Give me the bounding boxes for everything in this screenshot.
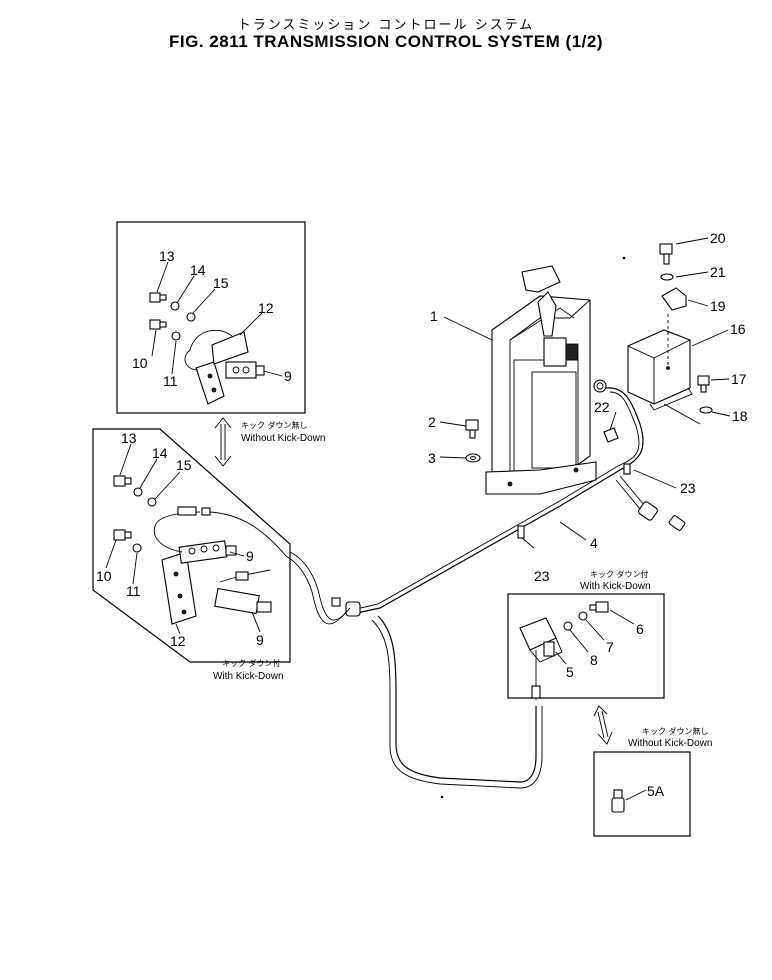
label-part-15-inset-b: 15 <box>176 457 192 473</box>
inset-box-plug <box>593 751 691 837</box>
plug-5a <box>611 789 625 813</box>
label-part-13-inset-b: 13 <box>121 430 137 446</box>
label-part-3: 3 <box>428 450 436 466</box>
label-part-19: 19 <box>710 298 726 314</box>
valve-assembly-with-kickdown <box>113 475 287 625</box>
label-part-15-inset-a: 15 <box>213 275 229 291</box>
label-part-21: 21 <box>710 264 726 280</box>
inset-box-kickdown-switch <box>507 593 665 699</box>
label-part-10-inset-b: 10 <box>96 568 112 584</box>
label-part-9-inset-a: 9 <box>284 368 292 384</box>
caption-without-kickdown-jp-c: キック ダウン無し <box>642 726 709 736</box>
caption-with-kickdown-b: With Kick-Down <box>213 671 284 682</box>
label-part-11-inset-b: 11 <box>126 583 141 599</box>
label-part-17: 17 <box>731 371 747 387</box>
label-part-9-inset-b-lower: 9 <box>256 632 264 648</box>
label-part-23-upper: 23 <box>680 480 696 496</box>
variant-swap-arrow-right <box>593 705 613 745</box>
label-part-10-inset-a: 10 <box>132 355 148 371</box>
inset-box-without-kickdown <box>116 221 306 414</box>
label-part-16: 16 <box>730 321 746 337</box>
label-part-8: 8 <box>590 652 598 668</box>
valve-assembly-without-kickdown <box>149 292 265 405</box>
label-part-22: 22 <box>594 399 610 415</box>
label-part-23-lower: 23 <box>534 568 550 584</box>
variant-swap-arrow-left <box>214 417 232 467</box>
label-part-5: 5 <box>566 664 574 680</box>
label-part-12-inset-b: 12 <box>170 633 186 649</box>
label-part-9-inset-b-upper: 9 <box>246 548 254 564</box>
label-part-14-inset-b: 14 <box>152 445 168 461</box>
label-part-11-inset-a: 11 <box>163 373 178 389</box>
label-part-4: 4 <box>590 535 598 551</box>
caption-without-kickdown-jp-a: キック ダウン無し <box>241 420 308 430</box>
shift-lever-unit <box>485 265 607 495</box>
caption-without-kickdown-c: Without Kick-Down <box>628 738 712 749</box>
label-part-14-inset-a: 14 <box>190 262 206 278</box>
label-part-7: 7 <box>606 639 614 655</box>
caption-with-kickdown-jp-b: キック ダウン付 <box>222 658 281 668</box>
caption-with-kickdown-jp-c: キック ダウン付 <box>590 569 649 579</box>
inset-box-with-kickdown <box>92 428 291 663</box>
diagram-title-japanese: トランスミッション コントロール システム <box>237 18 535 33</box>
caption-without-kickdown-a: Without Kick-Down <box>241 433 325 444</box>
label-part-2: 2 <box>428 414 436 430</box>
label-part-20: 20 <box>710 230 726 246</box>
label-part-5a: 5A <box>647 783 665 799</box>
caption-with-kickdown-c: With Kick-Down <box>580 581 651 592</box>
label-part-6: 6 <box>636 621 644 637</box>
diagram-title: FIG. 2811 TRANSMISSION CONTROL SYSTEM (1… <box>169 32 603 51</box>
kickdown-switch <box>519 601 609 700</box>
label-part-18: 18 <box>732 408 748 424</box>
label-part-13-inset-a: 13 <box>159 248 175 264</box>
wiring-harness <box>285 387 686 789</box>
label-part-1: 1 <box>430 308 438 324</box>
bolt-and-washer <box>465 419 481 463</box>
switch-cover <box>627 243 713 414</box>
label-part-12-inset-a: 12 <box>258 300 274 316</box>
